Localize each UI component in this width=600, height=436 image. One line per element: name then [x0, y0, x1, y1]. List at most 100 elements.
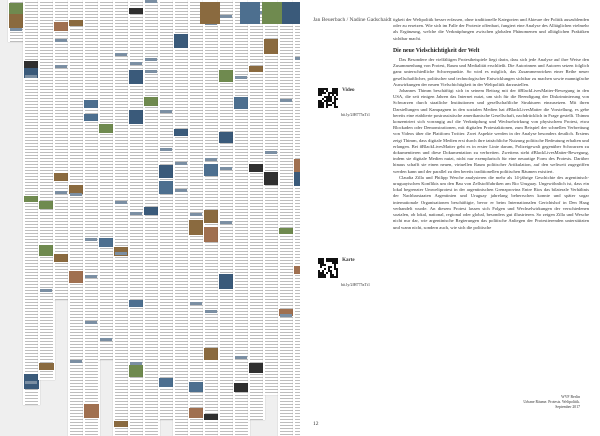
overview-image-thumbnail	[219, 274, 234, 289]
overview-page-column[interactable]	[248, 0, 265, 420]
overview-image-thumbnail	[39, 245, 54, 256]
overview-page-column[interactable]	[128, 0, 145, 436]
overview-link-tag	[145, 70, 157, 73]
map-media[interactable]: Karte bit.ly/2fH775zTt1	[318, 258, 388, 287]
overview-image-thumbnail	[204, 164, 219, 176]
overview-page-column[interactable]	[38, 0, 55, 380]
overview-page-column[interactable]	[8, 0, 25, 42]
video-qr-code-icon[interactable]	[318, 88, 338, 108]
overview-link-tag	[145, 0, 157, 3]
overview-image-thumbnail	[234, 383, 249, 392]
overview-image-thumbnail	[159, 378, 174, 387]
overview-page-column[interactable]	[23, 0, 40, 405]
overview-image-thumbnail	[54, 173, 69, 181]
overview-image-thumbnail	[264, 39, 279, 54]
overview-image-thumbnail	[219, 70, 234, 82]
overview-link-tag	[55, 65, 67, 68]
overview-image-thumbnail	[174, 129, 189, 136]
overview-image-thumbnail	[189, 408, 204, 418]
overview-image-thumbnail	[84, 114, 99, 121]
intro-paragraph: tigkeit der Weltpolitik besser erfassen,…	[393, 17, 589, 41]
overview-link-tag	[55, 191, 67, 194]
overview-link-tag	[115, 201, 127, 204]
overview-page-column[interactable]	[68, 0, 85, 436]
overview-page-column[interactable]	[143, 0, 160, 436]
overview-page-column[interactable]	[263, 0, 280, 395]
overview-image-thumbnail	[99, 124, 114, 133]
overview-image-thumbnail	[24, 68, 39, 78]
overview-link-tag	[205, 310, 217, 313]
overview-image-thumbnail	[279, 309, 294, 316]
overview-page-column[interactable]	[113, 0, 130, 436]
overview-image-thumbnail	[129, 8, 144, 14]
section-heading: Die neue Vielschichtigkeit der Welt	[393, 47, 480, 54]
overview-image-thumbnail	[144, 207, 159, 215]
overview-image-thumbnail	[279, 228, 294, 234]
overview-image-thumbnail	[204, 227, 219, 242]
overview-image-thumbnail	[189, 382, 204, 392]
footer-line: WVF Berlin	[561, 395, 580, 399]
overview-image-thumbnail	[294, 172, 300, 186]
overview-image-thumbnail	[129, 365, 144, 377]
overview-link-tag	[190, 302, 202, 305]
overview-page-column[interactable]	[158, 0, 175, 420]
overview-link-tag	[70, 193, 82, 196]
map-qr-code-icon[interactable]	[318, 258, 338, 278]
overview-link-tag	[145, 58, 157, 61]
overview-page-column[interactable]	[203, 0, 220, 436]
overview-image-thumbnail	[99, 238, 114, 247]
overview-link-tag	[40, 289, 52, 292]
overview-image-thumbnail	[24, 196, 39, 202]
overview-page-column[interactable]	[188, 0, 205, 436]
overview-page-column[interactable]	[278, 0, 295, 436]
overview-page-column[interactable]	[173, 0, 190, 436]
overview-link-tag	[115, 53, 127, 56]
overview-image-thumbnail	[159, 168, 174, 178]
map-url[interactable]: bit.ly/2fH775zTt1	[341, 282, 370, 287]
overview-link-tag	[295, 57, 300, 60]
page-footer: WVF Berlin Urbane Räume. Protests. Weltp…	[500, 395, 580, 410]
overview-link-tag	[280, 99, 292, 102]
overview-image-icon	[200, 2, 220, 24]
overview-page-column[interactable]	[218, 0, 235, 436]
overview-link-tag	[175, 162, 187, 165]
overview-page-column[interactable]	[293, 0, 300, 436]
overview-link-tag	[280, 314, 292, 317]
overview-page-column[interactable]	[233, 0, 250, 436]
video-url[interactable]: bit.ly/2fH775zTt1	[341, 112, 370, 117]
overview-link-tag	[160, 110, 172, 113]
overview-link-tag	[175, 189, 187, 192]
overview-image-thumbnail	[204, 348, 219, 360]
overview-link-tag	[220, 15, 232, 18]
overview-image-thumbnail	[39, 363, 54, 370]
overview-link-tag	[100, 338, 112, 341]
overview-image-thumbnail	[189, 220, 204, 235]
overview-link-tag	[10, 28, 22, 31]
overview-image-icon	[240, 2, 260, 24]
overview-image-thumbnail	[69, 271, 84, 283]
overview-image-icon	[262, 2, 282, 24]
overview-image-thumbnail	[129, 70, 144, 84]
overview-image-thumbnail	[144, 97, 159, 106]
overview-page-column[interactable]	[98, 0, 115, 360]
overview-link-tag	[160, 148, 172, 151]
overview-link-tag	[55, 39, 67, 42]
overview-image-thumbnail	[249, 164, 264, 172]
overview-link-tag	[115, 252, 127, 255]
paragraph: Das Besondere der vielfältigen Protestbe…	[393, 57, 589, 87]
overview-image-thumbnail	[204, 210, 219, 223]
overview-page-column[interactable]	[83, 0, 100, 436]
overview-image-thumbnail	[204, 414, 219, 420]
video-media[interactable]: Video bit.ly/2fH775zTt1	[318, 88, 388, 117]
overview-image-thumbnail	[69, 185, 84, 194]
overview-image-thumbnail	[219, 132, 234, 143]
paragraph: Claudia Zilla und Philipp Wesche analysi…	[393, 174, 589, 230]
overview-image-thumbnail	[9, 14, 24, 28]
overview-page-column[interactable]	[53, 0, 70, 300]
overview-image-thumbnail	[249, 363, 264, 373]
overview-link-tag	[70, 360, 82, 363]
overview-image-thumbnail	[54, 254, 69, 262]
footer-line: September 2017	[555, 405, 580, 409]
overview-link-tag	[220, 221, 232, 224]
footer-line: Urbane Räume. Protests. Weltpolitik.	[523, 400, 580, 404]
